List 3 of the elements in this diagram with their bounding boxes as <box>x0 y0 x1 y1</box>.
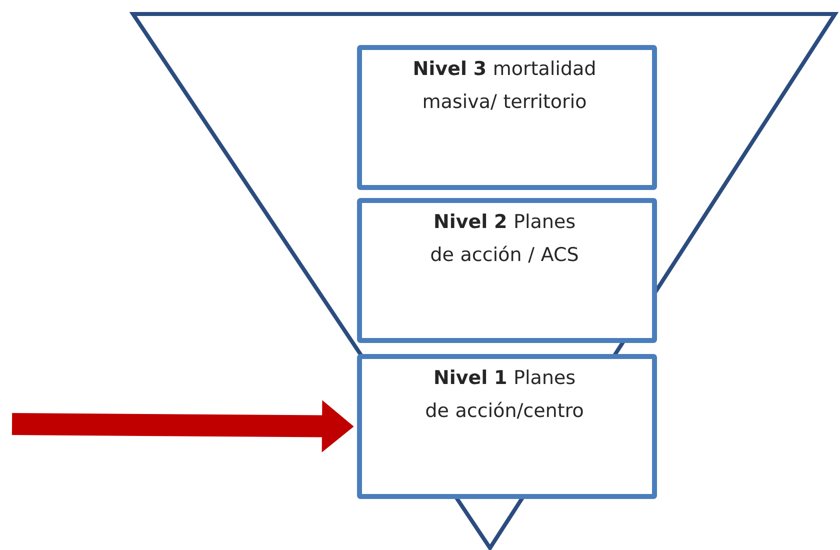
level-box: Nivel 3 mortalidad masiva/ territorio <box>357 45 657 190</box>
level-box: Nivel 2 Planes de acción / ACS <box>357 198 657 343</box>
level-box: Nivel 1 Planes de acción/centro <box>357 354 657 499</box>
